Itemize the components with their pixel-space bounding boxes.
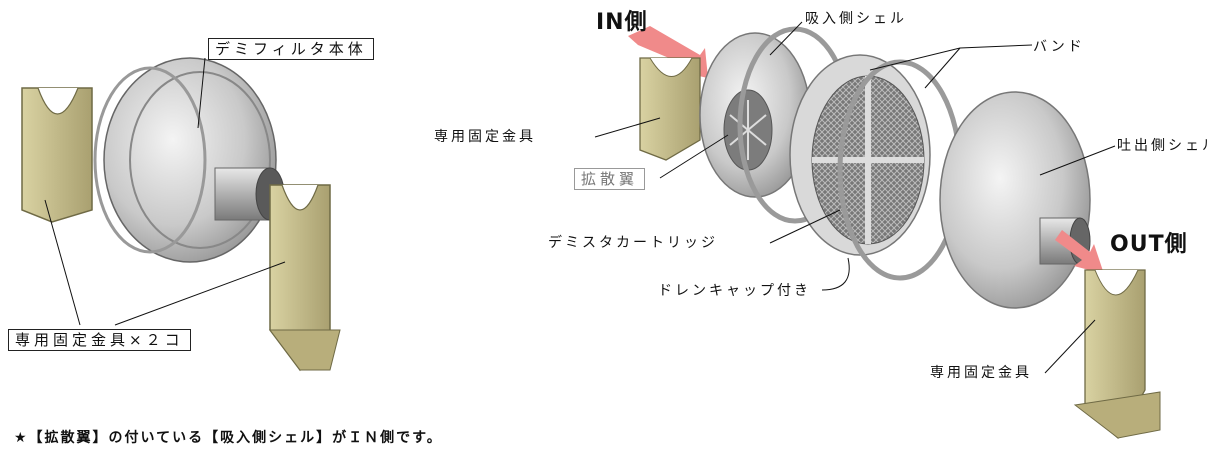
assembled-filter: [21, 57, 341, 372]
cartridge-label: デミスタカートリッジ: [548, 235, 718, 251]
outlet-shell-shape: [939, 91, 1091, 309]
bracket-back-shape: [21, 87, 93, 223]
footnote: ★【拡散翼】の付いている【吸入側シェル】がＩＮ側です。: [14, 430, 443, 446]
bracket-out-label: 専用固定金具: [930, 365, 1032, 381]
inlet-shell-label: 吸入側シェル: [805, 11, 907, 27]
diffuser-label: 拡散翼: [574, 168, 646, 190]
main-unit-label: デミフィルタ本体: [208, 38, 374, 60]
brackets-count-label: 専用固定金具×２コ: [8, 329, 191, 351]
drain-cap-label: ドレンキャップ付き: [658, 283, 811, 299]
out-arrow: [1055, 230, 1104, 274]
exploded-assembly: [594, 21, 1161, 440]
bracket-in-label: 専用固定金具: [434, 129, 536, 145]
out-side-label: OUT側: [1110, 232, 1188, 257]
in-side-label: IN側: [596, 10, 648, 35]
band-label: バンド: [1033, 39, 1085, 55]
outlet-shell-label: 吐出側シェル: [1117, 138, 1208, 154]
